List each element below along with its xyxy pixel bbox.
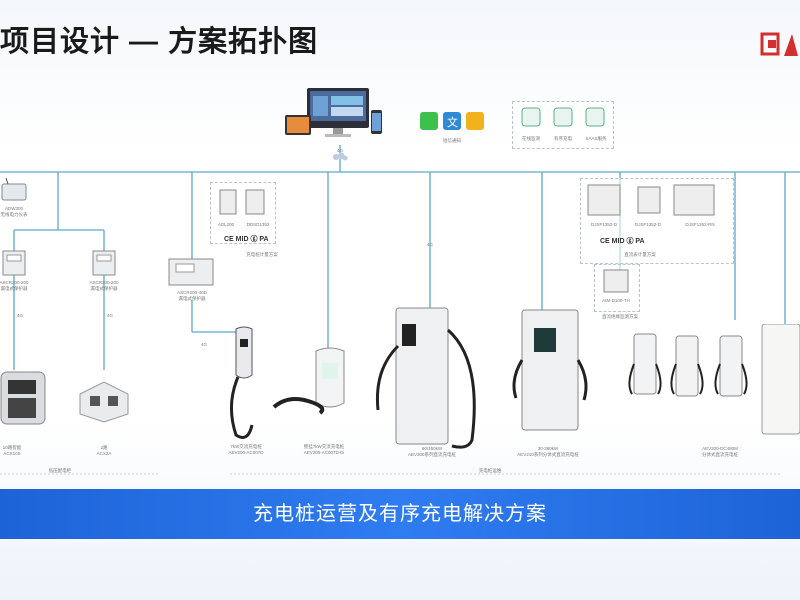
label-4g-4: 4G [426, 242, 434, 247]
right-meter-icons [587, 184, 715, 216]
socket-box-icon [79, 381, 129, 423]
meter-right-label-2: DJSF1352-D [634, 222, 662, 227]
reader-label: 10路智能 ACX10S [2, 445, 22, 456]
small-meter-icon [603, 269, 629, 293]
platform-screens-icon [285, 88, 382, 137]
meter-small-label-1: ADL200 [217, 222, 235, 227]
protector-icon-1 [2, 250, 26, 276]
ac7kw-b-label: 壁挂7kW交流充电桩 AEV200-AC007D-Ei [303, 444, 345, 455]
apps-label: 短信通知 [443, 138, 461, 143]
ac7kw-label: 7kW交流充电桩 AEV200-AC007D [228, 444, 264, 455]
protector-icon-3 [168, 258, 214, 286]
solution-banner [0, 489, 800, 539]
dc60-label: 60/160kW AEV300系列直流充电桩 [407, 446, 457, 457]
platform-label-3: SAAS服务 [585, 136, 607, 141]
meter-small2-label: AIM-D100-TH [602, 298, 630, 303]
platform-label-2: 有序充电 [554, 136, 572, 141]
app-icons: 文 [420, 112, 484, 130]
dc-charger-30kw-icon [512, 309, 588, 431]
group-caption-left: 低压配电柜 [48, 468, 72, 473]
cert-marks-right: CE MID ⓖ PA [600, 238, 645, 245]
label-4g-1: 4G [16, 313, 24, 318]
group-caption-right: 充电桩运维 [478, 468, 502, 473]
meter-group-caption: 充电桩计量方案 [246, 252, 278, 257]
gateway-label: ADW300 无线电力仪表 [0, 206, 28, 217]
banner-text: 充电桩运营及有序充电解决方案 [253, 503, 547, 525]
meter-icons [219, 189, 265, 215]
brand-logo-icon [760, 32, 798, 56]
cert-marks: CE MID ⓖ PA [224, 236, 269, 243]
label-4g-3: 4G [200, 342, 208, 347]
dc-split-label: AEV200-DC480M 分体式直流充电桩 [702, 446, 738, 457]
cloud-4g-label: 4G [336, 148, 344, 153]
page-title: 项目设计 — 方案拓扑图 [0, 26, 319, 58]
label-4g-2: 4G [106, 313, 114, 318]
dc30-label: 30-360kW AEV210系列分体式直流充电桩 [517, 446, 579, 457]
protector-label-3: ASCR200-40D 漏电式保护器 [177, 290, 207, 301]
ac-charger-7kw-icon [230, 326, 254, 439]
service-icons [521, 107, 605, 127]
meter-right-label-1: DJSF1352-D [590, 222, 618, 227]
dc-charger-60kw-icon [375, 307, 476, 449]
ac-wall-charger-icon [272, 347, 345, 415]
card-reader-icon [0, 371, 46, 425]
meter-small2-caption: 直流绝缘监测方案 [602, 314, 638, 319]
cloud-icon [333, 152, 348, 161]
meter-right-label-3: DJSF1352-RN [685, 222, 715, 227]
dc-split-chargers-icon [628, 324, 800, 435]
protector-label-1: ASCR200-200 漏电式保护器 [0, 280, 29, 291]
platform-label-1: 在线监测 [522, 136, 540, 141]
gateway-device-icon [1, 178, 27, 201]
svg-text:文: 文 [447, 115, 458, 129]
meter-right-caption: 直流表计量方案 [624, 252, 656, 257]
protector-icon-2 [92, 250, 116, 276]
meter-small-label-2: DDSD1352 [246, 222, 270, 227]
protector-label-2: ASCR200-200 漏电式保护器 [89, 280, 119, 291]
socket-label: 2路 ACX2A [96, 445, 112, 456]
